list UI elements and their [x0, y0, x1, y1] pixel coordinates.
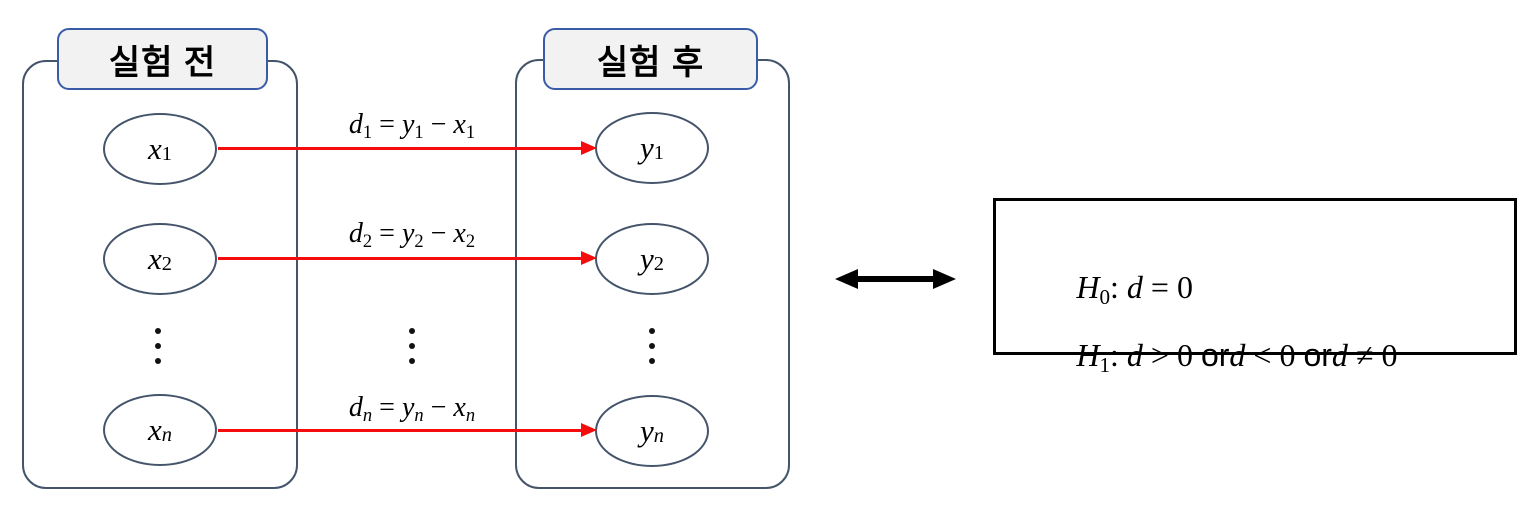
less-than-zero: < 0	[1245, 337, 1304, 373]
equivalence-arrow	[835, 268, 956, 290]
ellipsis-dot	[409, 328, 415, 334]
node-yn-subscript: n	[653, 425, 664, 448]
minus-sign: −	[423, 109, 454, 140]
pair-arrow-n	[218, 429, 583, 432]
equals-zero: = 0	[1142, 269, 1193, 305]
h-subscript: 1	[1099, 352, 1111, 377]
node-xn-label: x	[148, 412, 162, 447]
formula-d-sub: n	[362, 405, 373, 426]
formula-y-sub: n	[414, 405, 424, 426]
h-symbol: H	[1076, 337, 1100, 373]
d-symbol: d	[1126, 337, 1143, 373]
node-xn-subscript: n	[161, 424, 172, 447]
h-symbol: H	[1076, 269, 1100, 305]
pair-arrow-2-head-icon	[581, 251, 597, 265]
ellipsis-dot	[155, 328, 161, 334]
node-y1-subscript: 1	[653, 142, 664, 165]
arrow-shaft	[858, 276, 933, 282]
ellipsis-dot	[409, 343, 415, 349]
or-word: or	[1303, 337, 1332, 373]
node-x2-subscript: 2	[161, 253, 172, 276]
vertical-ellipsis-left: ⋮	[155, 328, 161, 364]
formula-d-sub: 1	[362, 122, 373, 143]
formula-d-sub: 2	[362, 231, 373, 252]
vertical-ellipsis-right: ⋮	[649, 328, 655, 364]
or-word: or	[1200, 337, 1230, 373]
formula-x: x	[453, 392, 466, 423]
node-x2-label: x	[148, 241, 162, 276]
equals-sign: =	[372, 109, 402, 140]
formula-d: d	[348, 392, 363, 423]
formula-d: d	[348, 218, 363, 249]
difference-formula-1: d1 = y1 − x1	[262, 107, 562, 144]
minus-sign: −	[423, 392, 454, 423]
colon: :	[1110, 337, 1127, 373]
formula-d: d	[348, 109, 363, 140]
minus-sign: −	[423, 218, 454, 249]
node-y1-label: y	[640, 130, 654, 165]
null-hypothesis: H0: d = 0	[1023, 224, 1193, 354]
node-x1-label: x	[148, 131, 162, 166]
difference-formula-n: dn = yn − xn	[262, 390, 562, 427]
pair-arrow-1-head-icon	[581, 141, 597, 155]
formula-x: x	[453, 109, 466, 140]
after-header: 실험 후	[543, 28, 758, 90]
not-equal-zero: ≠ 0	[1347, 337, 1398, 373]
before-header-label: 실험 전	[108, 43, 217, 82]
d-symbol: d	[1229, 337, 1246, 373]
after-header-label: 실험 후	[596, 43, 705, 82]
ellipsis-dot	[155, 343, 161, 349]
formula-x-sub: n	[465, 405, 476, 426]
pair-arrow-2	[218, 257, 583, 260]
arrow-right-head-icon	[933, 269, 956, 289]
h-subscript: 0	[1099, 284, 1111, 309]
d-symbol: d	[1126, 269, 1143, 305]
node-y2-subscript: 2	[653, 253, 664, 276]
alternative-hypothesis: H1: d > 0 ord < 0 ord ≠ 0	[1023, 292, 1397, 422]
before-header: 실험 전	[57, 28, 268, 90]
ellipsis-dot	[649, 328, 655, 334]
node-y2-label: y	[640, 241, 654, 276]
formula-y: y	[401, 109, 415, 140]
vertical-ellipsis-middle: ⋮	[409, 328, 415, 364]
ellipsis-dot	[649, 343, 655, 349]
formula-x-sub: 2	[465, 231, 476, 252]
formula-y-sub: 2	[414, 231, 424, 252]
difference-formula-2: d2 = y2 − x2	[262, 216, 562, 253]
formula-x: x	[453, 218, 466, 249]
hypothesis-box: H0: d = 0 H1: d > 0 ord < 0 ord ≠ 0	[993, 198, 1517, 377]
d-symbol: d	[1331, 337, 1348, 373]
pair-arrow-1	[218, 147, 583, 150]
arrow-left-head-icon	[835, 269, 858, 289]
formula-x-sub: 1	[465, 122, 476, 143]
equals-sign: =	[372, 218, 402, 249]
node-x1-subscript: 1	[161, 143, 172, 166]
ellipsis-dot	[409, 358, 415, 364]
equals-sign: =	[372, 392, 402, 423]
ellipsis-dot	[649, 358, 655, 364]
formula-y: y	[401, 392, 415, 423]
node-yn-label: y	[640, 413, 654, 448]
colon: :	[1110, 269, 1127, 305]
formula-y-sub: 1	[414, 122, 424, 143]
pair-arrow-n-head-icon	[581, 423, 597, 437]
ellipsis-dot	[155, 358, 161, 364]
formula-y: y	[401, 218, 415, 249]
greater-than-zero: > 0	[1142, 337, 1201, 373]
